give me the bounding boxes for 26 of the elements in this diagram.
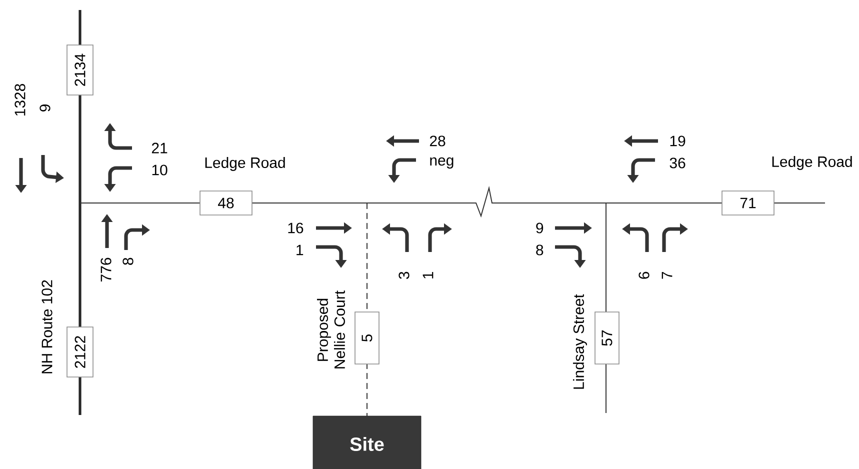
- volume-box: 2134: [66, 44, 94, 96]
- volume-label: 21: [152, 142, 168, 154]
- volume-label: 16: [288, 222, 304, 234]
- volume-label: 28: [430, 136, 446, 146]
- volume-label: 9: [40, 104, 50, 112]
- street-label: NH Route 102: [42, 280, 52, 374]
- volume-label: 3: [398, 272, 410, 279]
- volume-box: 2122: [66, 326, 94, 378]
- volume-label: 10: [152, 164, 168, 176]
- volume-label: 776: [100, 258, 112, 282]
- volume-label: 36: [670, 158, 686, 168]
- volume-label: 1328: [14, 84, 26, 116]
- volume-box: 71: [722, 190, 774, 216]
- volume-label: 1: [422, 272, 434, 278]
- volume-label: 19: [670, 136, 686, 146]
- volume-label: neg: [430, 157, 454, 169]
- volume-box: 48: [200, 190, 252, 216]
- volume-label: 9: [536, 222, 544, 234]
- volume-label: 8: [122, 258, 134, 265]
- volume-label: 1: [296, 244, 304, 256]
- site-box: Site: [312, 416, 422, 469]
- volume-label: 7: [662, 272, 672, 279]
- volume-label: 8: [536, 244, 544, 256]
- volume-label: 6: [638, 272, 650, 279]
- volume-box: 57: [594, 312, 620, 364]
- volume-box: 5: [354, 312, 380, 364]
